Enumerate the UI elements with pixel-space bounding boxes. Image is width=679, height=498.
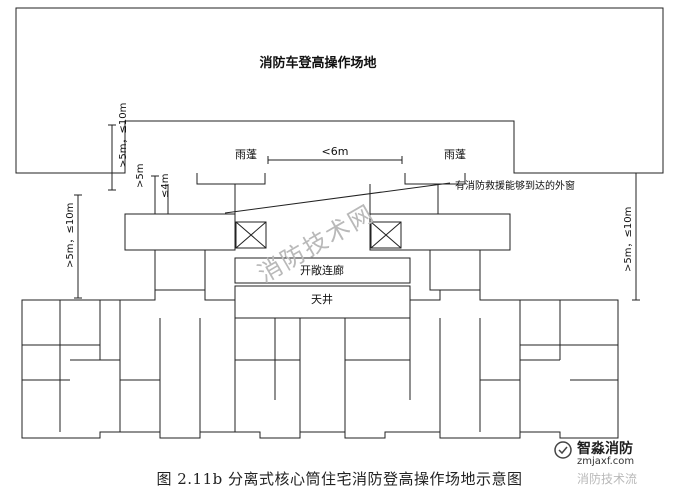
corridor-label: 开敞连廊 — [300, 263, 344, 277]
platform-label: 消防车登高操作场地 — [259, 55, 376, 71]
lightwell-label: 天井 — [311, 292, 333, 306]
dim-right — [632, 172, 640, 301]
dim-left-lower — [74, 194, 82, 299]
brand-logo-icon — [554, 441, 572, 459]
brand-name: 智淼消防 — [577, 441, 633, 457]
figure-caption: 图 2.11b 分离式核心筒住宅消防登高操作场地示意图 — [156, 470, 523, 488]
leader-line — [224, 182, 451, 214]
rescue-window-label: 有消防救援能够到达的外窗 — [455, 179, 575, 192]
canopy-right — [404, 173, 466, 185]
dim-left-mid-label: >5m — [135, 164, 146, 188]
corridor — [234, 257, 411, 284]
brand-url: zmjaxf.com — [577, 456, 635, 467]
dim-left-lower-label: >5m，≤10m — [65, 203, 76, 268]
canopy-left-label: 雨蓬 — [235, 148, 257, 161]
building-outline — [21, 289, 619, 439]
platform-outline — [15, 7, 664, 174]
dim-left-short — [151, 175, 159, 215]
dim-left-upper-label: >5m，≤10m — [118, 103, 129, 168]
core-left — [124, 213, 236, 251]
brand-watermark: 智淼消防 zmjaxf.com 消防技术流 — [553, 438, 673, 498]
dim-right-label: >5m，≤10m — [623, 207, 634, 272]
spacing-label: <6m — [322, 145, 349, 158]
dim-spacing — [267, 156, 403, 164]
dim-left-upper — [108, 124, 116, 191]
dim-left-short-label: ≤4m — [160, 174, 171, 198]
core-right — [369, 213, 511, 251]
brand-sub: 消防技术流 — [577, 472, 638, 486]
canopy-right-label: 雨蓬 — [444, 148, 466, 161]
canopy-left — [196, 173, 266, 185]
